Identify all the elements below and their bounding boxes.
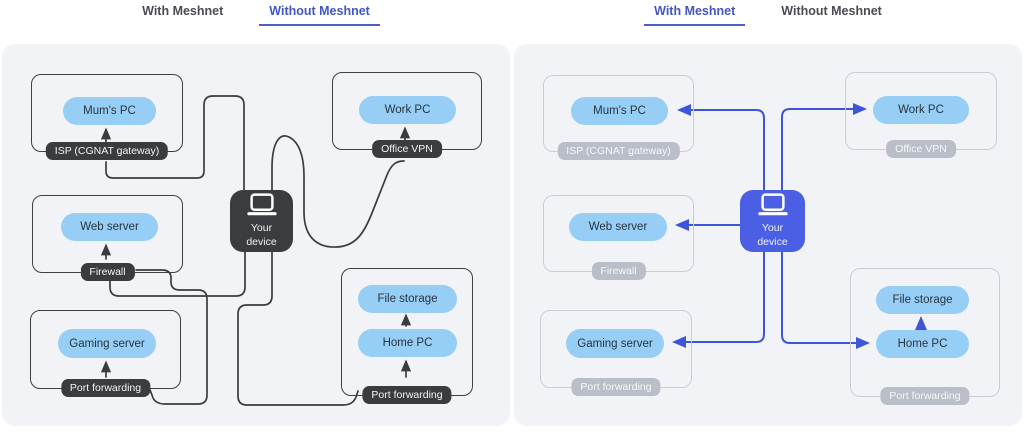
badge-isp-gateway-disabled: ISP (CGNAT gateway) <box>557 142 680 160</box>
wire-device-to-gaming-server <box>672 251 765 348</box>
node-home-pc: Home PC <box>876 330 969 358</box>
badge-firewall-disabled: Firewall <box>591 262 646 280</box>
diagram-without-meshnet: Mum's PC ISP (CGNAT gateway) Work PC Off… <box>2 44 510 426</box>
node-web-server: Web server <box>569 213 667 241</box>
your-device-node: Your device <box>230 190 293 252</box>
wires-without-meshnet <box>100 95 412 406</box>
badge-port-forwarding-home-disabled: Port forwarding <box>880 387 970 405</box>
wire-device-to-mums-pc <box>677 104 765 191</box>
laptop-icon <box>757 193 788 216</box>
your-device-label: Your device <box>757 221 788 248</box>
node-home-pc: Home PC <box>358 329 457 357</box>
your-device-label: Your device <box>246 221 277 248</box>
group-box-home: File storage Home PC Port forwarding <box>341 268 473 404</box>
group-box-gaming-server: Gaming server Port forwarding <box>540 310 692 396</box>
group-box-web-server: Web server Firewall <box>32 195 183 281</box>
diagram-with-meshnet: Mum's PC ISP (CGNAT gateway) Work PC Off… <box>514 44 1022 426</box>
badge-office-vpn: Office VPN <box>372 140 442 158</box>
group-box-work-pc: Work PC Office VPN <box>845 72 997 158</box>
laptop-icon <box>246 193 277 216</box>
badge-isp-gateway: ISP (CGNAT gateway) <box>45 142 169 160</box>
badge-port-forwarding-gaming-disabled: Port forwarding <box>571 378 661 396</box>
wire-device-to-isp-gateway <box>105 95 245 191</box>
tab-without-meshnet-right[interactable]: Without Meshnet <box>781 4 882 18</box>
wire-device-to-port-forwarding-home <box>237 251 359 406</box>
group-box-web-server: Web server Firewall <box>543 195 694 280</box>
badge-firewall: Firewall <box>80 263 135 281</box>
group-box-work-pc: Work PC Office VPN <box>332 72 482 158</box>
group-box-gaming-server: Gaming server Port forwarding <box>30 310 181 397</box>
badge-office-vpn-disabled: Office VPN <box>886 140 956 158</box>
badge-port-forwarding-home: Port forwarding <box>362 386 452 404</box>
wire-device-to-firewall <box>109 251 246 297</box>
group-box-mums-pc: Mum's PC ISP (CGNAT gateway) <box>543 75 694 160</box>
group-box-home: File storage Home PC Port forwarding <box>850 268 1000 405</box>
wire-firewall-to-port-forwarding-gaming <box>135 269 208 405</box>
node-mums-pc: Mum's PC <box>63 97 156 125</box>
tab-group-with-meshnet-panel: With Meshnet Without Meshnet <box>514 0 1022 26</box>
node-mums-pc: Mum's PC <box>571 97 668 125</box>
node-work-pc: Work PC <box>359 96 456 124</box>
node-work-pc: Work PC <box>873 96 969 124</box>
badge-port-forwarding-gaming: Port forwarding <box>60 379 151 397</box>
wires-with-meshnet <box>672 103 927 349</box>
wire-device-to-office-vpn <box>271 135 405 248</box>
node-file-storage: File storage <box>358 285 457 313</box>
group-box-mums-pc: Mum's PC ISP (CGNAT gateway) <box>31 74 183 160</box>
node-gaming-server: Gaming server <box>58 329 156 358</box>
node-gaming-server: Gaming server <box>566 329 664 358</box>
node-file-storage: File storage <box>876 286 969 314</box>
tab-with-meshnet-left[interactable]: With Meshnet <box>142 4 224 18</box>
wire-device-to-work-pc <box>781 103 867 191</box>
your-device-node: Your device <box>740 190 805 252</box>
tab-without-meshnet-left[interactable]: Without Meshnet <box>259 0 380 26</box>
wire-device-to-home-pc <box>781 251 870 349</box>
node-web-server: Web server <box>61 213 158 241</box>
tab-with-meshnet-right[interactable]: With Meshnet <box>644 0 746 26</box>
tab-group-without-meshnet-panel: With Meshnet Without Meshnet <box>2 0 510 26</box>
